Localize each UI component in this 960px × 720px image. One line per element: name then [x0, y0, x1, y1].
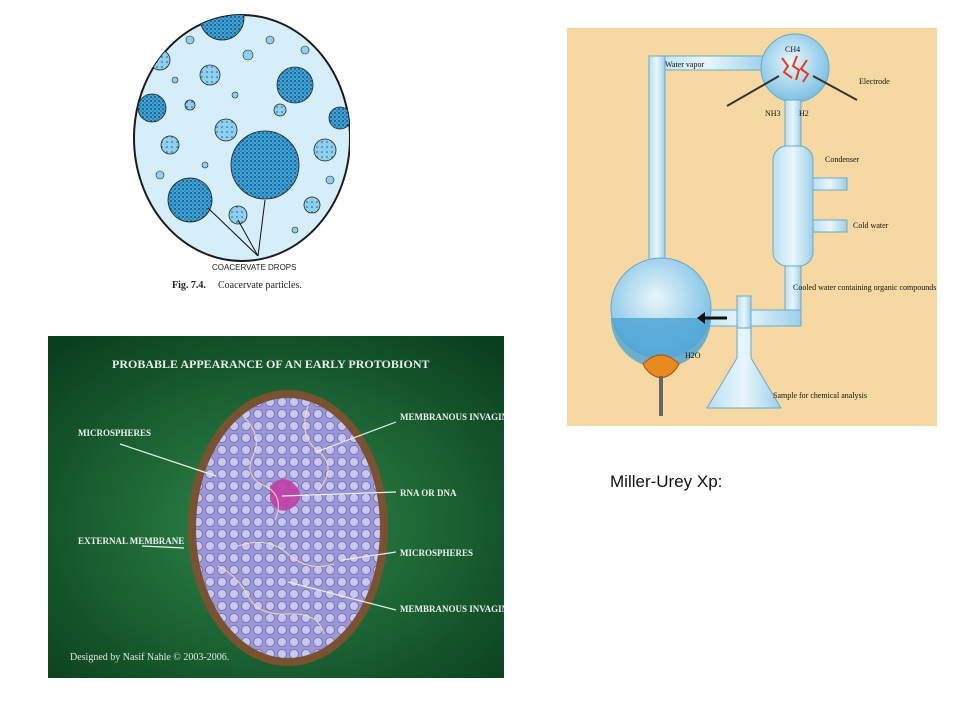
miller-urey-caption: Miller-Urey Xp: [610, 472, 722, 492]
label-h2o: H2O [685, 351, 701, 360]
label-membranous-invagination-top: MEMBRANOUS INVAGINATION [400, 412, 504, 422]
coacervate-figure: COACERVATE DROPS Fig. 7.4. Coacervate pa… [130, 0, 350, 300]
coacervate-drops-label: COACERVATE DROPS [212, 263, 296, 272]
miller-urey-diagram: Water vapor CH4 Electrode NH3 H2 Condens… [567, 28, 937, 426]
label-microspheres-left: MICROSPHERES [78, 428, 151, 438]
label-membranous-invagination-bottom: MEMBRANOUS INVAGINATION [400, 604, 504, 614]
sample-flask [707, 328, 781, 408]
label-microspheres-right: MICROSPHERES [400, 548, 473, 558]
protobiont-cell [196, 398, 380, 658]
label-water-vapor: Water vapor [665, 60, 704, 69]
condenser [773, 146, 813, 266]
label-rna-dna: RNA OR DNA [400, 488, 457, 498]
protobiont-illustration: PROBABLE APPEARANCE OF AN EARLY PROTOBIO… [48, 336, 504, 678]
label-external-membrane: EXTERNAL MEMBRANE [78, 536, 184, 546]
miller-urey-apparatus: Water vapor CH4 Electrode NH3 H2 Condens… [567, 28, 937, 426]
label-cold-water: Cold water [853, 221, 889, 230]
coacervate-illustration: COACERVATE DROPS Fig. 7.4. Coacervate pa… [130, 0, 350, 300]
figure-number: Fig. 7.4. [172, 280, 206, 291]
protobiont-title: PROBABLE APPEARANCE OF AN EARLY PROTOBIO… [112, 357, 430, 371]
label-h2: H2 [799, 109, 809, 118]
label-electrode: Electrode [859, 77, 890, 86]
protobiont-figure: PROBABLE APPEARANCE OF AN EARLY PROTOBIO… [48, 336, 504, 678]
label-condenser: Condenser [825, 155, 860, 164]
figure-title: Coacervate particles. [218, 280, 302, 291]
label-sample: Sample for chemical analysis [773, 391, 867, 400]
label-nh3: NH3 [765, 109, 781, 118]
label-cooled-water: Cooled water containing organic compound… [793, 283, 936, 292]
protobiont-credit: Designed by Nasif Nahle © 2003-2006. [70, 652, 229, 663]
label-ch4: CH4 [785, 45, 800, 54]
